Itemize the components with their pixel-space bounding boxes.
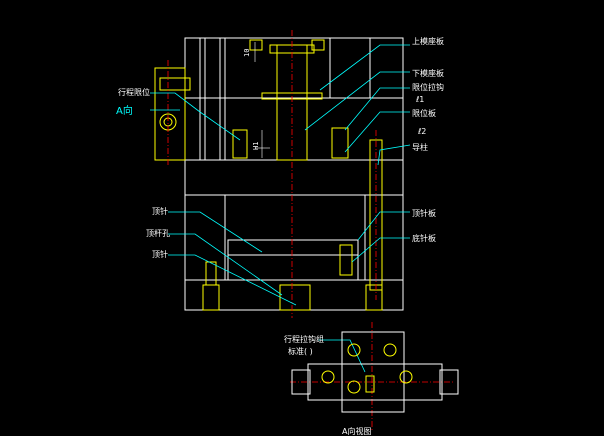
leader-guide-block bbox=[344, 111, 410, 153]
leader-latch bbox=[344, 87, 410, 131]
detail-center-block bbox=[341, 331, 405, 413]
leader-lower-clamp bbox=[304, 71, 410, 131]
label-top-clamp-plate: 上模座板 bbox=[412, 36, 444, 46]
label-l1: ℓ1 bbox=[415, 95, 424, 104]
label-left-assembly: 行程限位 bbox=[118, 87, 150, 97]
label-l2: ℓ2 bbox=[417, 127, 426, 136]
detail-view bbox=[291, 331, 459, 413]
leader-ejector-retainer bbox=[351, 237, 410, 263]
top-bolt-left bbox=[249, 39, 263, 51]
ejector-retainer-shape bbox=[227, 254, 359, 281]
detail-hole-5 bbox=[347, 380, 361, 394]
detail-hole-4 bbox=[399, 370, 413, 384]
dim-text-mid: H1 bbox=[252, 142, 260, 150]
leader-lines bbox=[150, 44, 411, 373]
left-guide-bushing bbox=[199, 37, 226, 161]
label-ejector-plate: 顶针板 bbox=[412, 208, 436, 218]
label-ejector-retainer: 底针板 bbox=[412, 233, 436, 243]
leader-left-assembly bbox=[150, 92, 241, 141]
leader-ejector-plate bbox=[357, 211, 410, 241]
label-detail-caption-1: 行程拉钩组 bbox=[284, 334, 324, 344]
detail-hole-2 bbox=[383, 343, 397, 357]
right-top-block bbox=[329, 37, 371, 99]
detail-side-bar bbox=[307, 363, 443, 401]
detail-holes bbox=[321, 343, 413, 394]
leader-return-pin bbox=[168, 254, 297, 306]
side-key bbox=[159, 77, 191, 91]
leader-ejector-hole bbox=[168, 233, 283, 296]
leader-detail bbox=[318, 339, 366, 373]
latch-left bbox=[232, 129, 248, 159]
detail-right-cap bbox=[439, 369, 459, 395]
ejector-hole-shape bbox=[279, 284, 311, 311]
bottom-bolt-right bbox=[365, 284, 383, 311]
ejector-space bbox=[224, 194, 366, 281]
label-latch-hook: 限位拉钩 bbox=[412, 82, 444, 92]
leader-top-clamp bbox=[319, 44, 410, 91]
bottom-bolt-left bbox=[202, 284, 220, 311]
dimension-marks bbox=[254, 42, 270, 158]
leader-guide-pin bbox=[377, 144, 411, 166]
label-return-pin: 顶针 bbox=[152, 249, 168, 259]
return-pin-shape bbox=[205, 261, 217, 286]
detail-left-cap bbox=[291, 369, 311, 395]
label-guide-pin: 导柱 bbox=[412, 142, 428, 152]
label-detail-caption-2: 标准( ) bbox=[288, 346, 313, 356]
label-lower-clamp-plate: 下模座板 bbox=[412, 68, 444, 78]
detail-hole-1 bbox=[347, 343, 361, 357]
side-block bbox=[154, 67, 186, 161]
detail-hole-3 bbox=[321, 370, 335, 384]
ejector-pin-right bbox=[339, 244, 353, 276]
latch-right bbox=[331, 127, 349, 159]
dim-text-top: 10 bbox=[243, 49, 251, 57]
leader-ejector-pin bbox=[168, 211, 263, 253]
label-ejector-pin: 顶针 bbox=[152, 206, 168, 216]
detail-slot bbox=[365, 375, 375, 393]
label-view-caption: A向视图 bbox=[342, 426, 371, 436]
top-bolt-right bbox=[311, 39, 325, 51]
sprue-column bbox=[202, 39, 383, 311]
left-side-assembly bbox=[154, 67, 191, 161]
label-direction-a: A向 bbox=[116, 104, 133, 117]
label-guide-block: 限位板 bbox=[412, 108, 436, 118]
label-ejector-hole: 顶杆孔 bbox=[146, 228, 170, 238]
